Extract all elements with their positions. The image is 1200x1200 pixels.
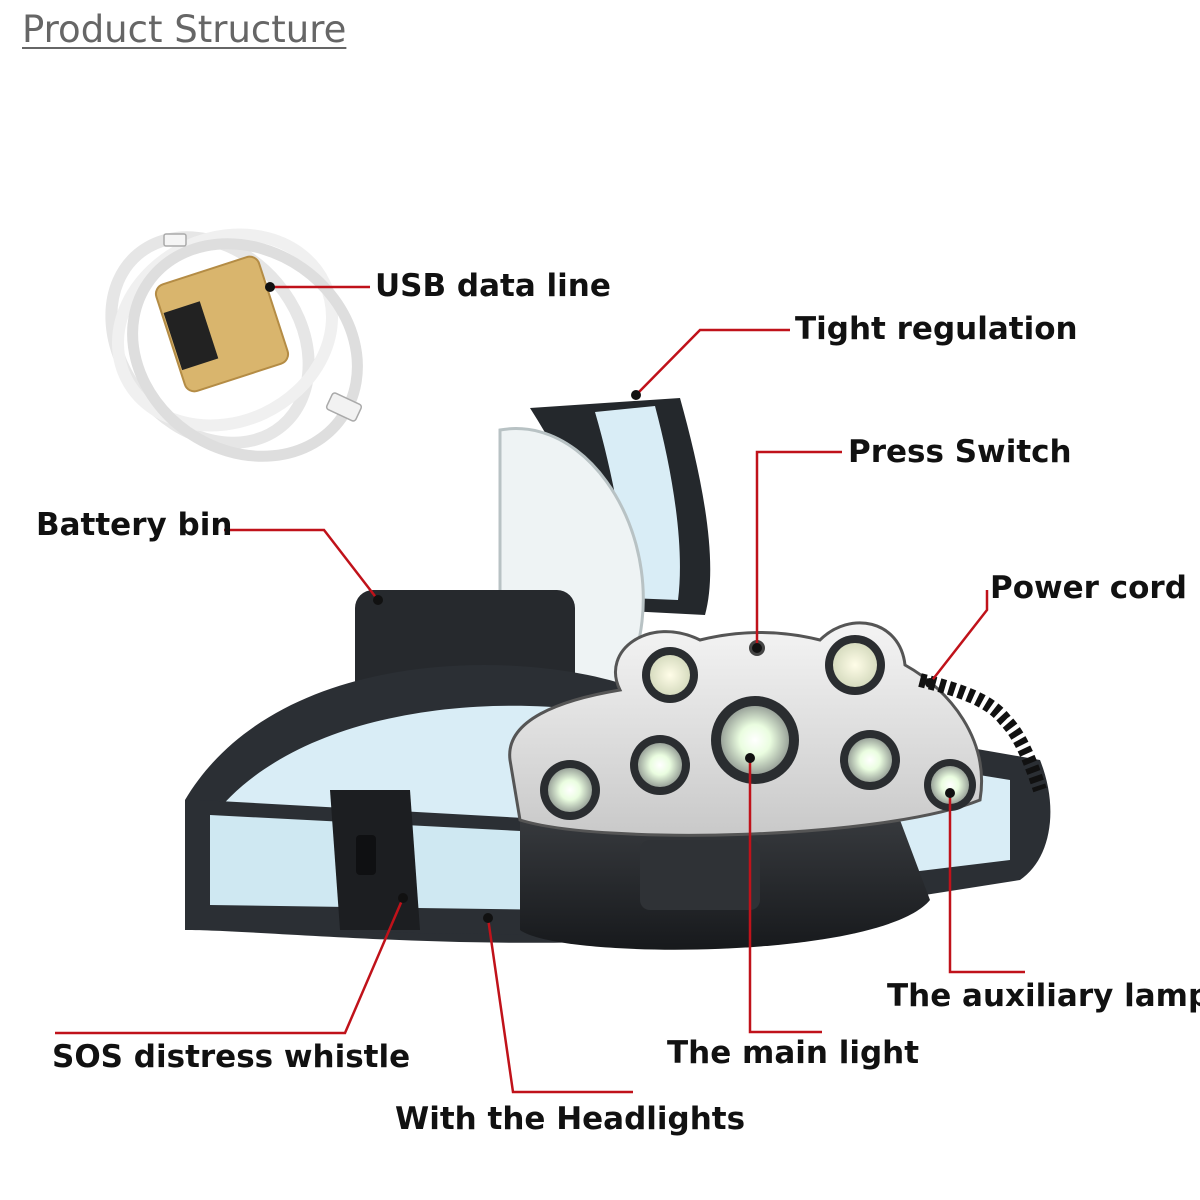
label-battery-bin: Battery bin (36, 507, 233, 543)
headlamp-icon (185, 398, 1051, 950)
leader-battery-bin (224, 528, 379, 601)
label-sos-whistle: SOS distress whistle (52, 1039, 411, 1075)
leader-sos-whistle (55, 897, 405, 1035)
endpoint-battery-bin (373, 595, 383, 605)
leader-lines (55, 285, 1025, 1094)
leader-power-cord (929, 590, 989, 684)
endpoint-tight-regulation (631, 390, 641, 400)
label-tight-regulation: Tight regulation (795, 311, 1078, 347)
label-power-cord: Power cord (990, 570, 1187, 606)
label-press-switch: Press Switch (848, 434, 1072, 470)
label-auxiliary-lamp: The auxiliary lamp (887, 978, 1200, 1014)
leader-tight-regulation (635, 328, 790, 396)
label-usb-data-line: USB data line (375, 268, 611, 304)
leader-auxiliary-lamp (948, 793, 1025, 974)
leader-headlights (486, 917, 633, 1094)
leader-press-switch (755, 450, 842, 648)
usb-cable-icon (105, 228, 363, 462)
endpoint-power-cord (925, 678, 935, 688)
endpoint-auxiliary-lamp (945, 788, 955, 798)
endpoint-headlights (483, 913, 493, 923)
endpoint-usb (265, 282, 275, 292)
label-main-light: The main light (667, 1035, 920, 1071)
leader-main-light (748, 758, 822, 1034)
endpoint-press-switch (752, 643, 762, 653)
label-headlights: With the Headlights (395, 1101, 746, 1137)
leader-endpoints (265, 282, 955, 923)
endpoint-sos-whistle (398, 893, 408, 903)
endpoint-main-light (745, 753, 755, 763)
page-title: Product Structure (22, 8, 347, 51)
